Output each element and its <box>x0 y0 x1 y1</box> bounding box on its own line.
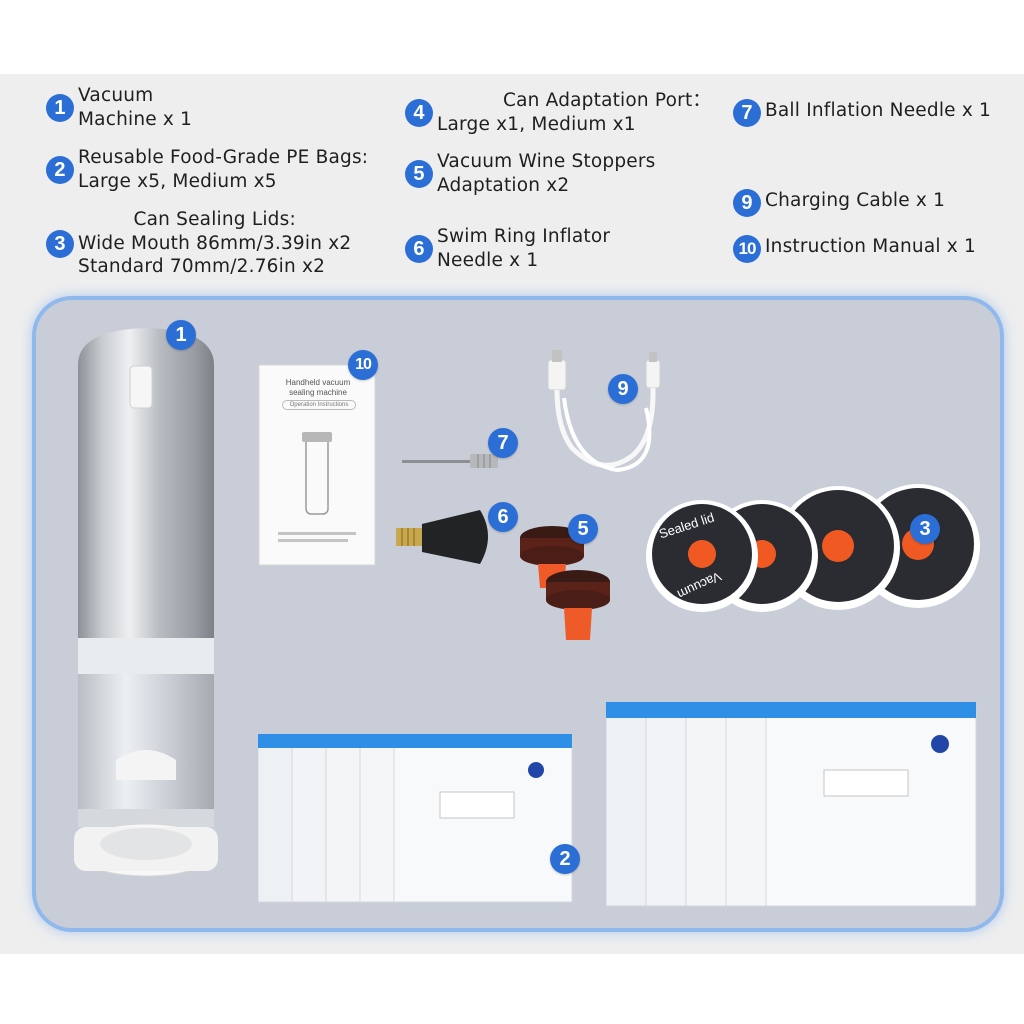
number-badge: 9 <box>733 189 761 217</box>
legend-line: Swim Ring Inflator <box>437 226 611 247</box>
manual-subtitle: Operation Instructions <box>282 400 356 410</box>
vacuum-machine-illustration <box>73 328 219 877</box>
legend-item-6: 6 Swim Ring Inflator Needle x 1 <box>405 225 610 272</box>
legend-line: Vacuum Wine Stoppers <box>437 151 656 172</box>
manual-title-line2: sealing machine <box>289 388 347 397</box>
legend-item-2: 2 Reusable Food-Grade PE Bags: Large x5,… <box>46 146 368 193</box>
legend-heading: Can Adaptation Port： <box>503 90 712 111</box>
number-badge: 10 <box>733 235 761 263</box>
panel-badge-7: 7 <box>488 428 518 458</box>
legend-line: Wide Mouth 86mm/3.39in x2 <box>78 232 352 254</box>
wine-stoppers-illustration <box>520 526 610 640</box>
instruction-manual-illustration <box>258 364 376 566</box>
legend-item-3: 3 Can Sealing Lids: Wide Mouth 86mm/3.39… <box>46 208 351 279</box>
product-panel: Handheld vacuum sealing machine Operatio… <box>32 296 1004 932</box>
legend-item-9: 9 Charging Cable x 1 <box>733 189 945 217</box>
legend-item-1: 1 Vacuum Machine x 1 <box>46 84 192 131</box>
ball-needle-illustration <box>402 454 498 468</box>
legend-item-7: 7 Ball Inflation Needle x 1 <box>733 99 991 127</box>
manual-title: Handheld vacuum sealing machine <box>276 378 360 398</box>
panel-badge-1: 1 <box>166 320 196 350</box>
legend-line: Vacuum <box>78 85 154 106</box>
legend-line: Large x1, Medium x1 <box>437 113 636 135</box>
number-badge: 3 <box>46 230 74 258</box>
legend-line: Instruction Manual x 1 <box>765 236 976 257</box>
legend-line: Machine x 1 <box>78 108 193 130</box>
legend-line: Ball Inflation Needle x 1 <box>765 100 992 121</box>
panel-badge-5: 5 <box>568 514 598 544</box>
large-bags-illustration <box>606 702 977 907</box>
number-badge: 1 <box>46 94 74 122</box>
legend-line: Reusable Food-Grade PE Bags: <box>78 147 369 168</box>
panel-badge-10: 10 <box>348 350 378 380</box>
legend-line: Standard 70mm/2.76in x2 <box>78 256 326 277</box>
legend-item-10: 10 Instruction Manual x 1 <box>733 235 976 263</box>
legend-item-4: 4 Can Adaptation Port： Large x1, Medium … <box>405 89 711 136</box>
legend-item-5: 5 Vacuum Wine Stoppers Adaptation x2 <box>405 150 656 197</box>
medium-bags-illustration <box>258 734 573 903</box>
panel-badge-6: 6 <box>488 502 518 532</box>
number-badge: 4 <box>405 99 433 127</box>
legend-line: Needle x 1 <box>437 249 539 271</box>
number-badge: 7 <box>733 99 761 127</box>
panel-badge-9: 9 <box>608 374 638 404</box>
legend-heading: Can Sealing Lids: <box>133 209 296 230</box>
number-badge: 5 <box>405 160 433 188</box>
can-lid-illustration <box>646 484 980 612</box>
legend-line: Adaptation x2 <box>437 174 570 196</box>
panel-badge-3: 3 <box>910 514 940 544</box>
manual-title-line1: Handheld vacuum <box>285 378 351 387</box>
swim-ring-inflator-illustration <box>396 510 488 564</box>
charging-cable-illustration <box>547 350 661 473</box>
number-badge: 6 <box>405 235 433 263</box>
legend-line: Charging Cable x 1 <box>765 190 946 211</box>
number-badge: 2 <box>46 156 74 184</box>
legend-line: Large x5, Medium x5 <box>78 170 277 192</box>
panel-badge-2: 2 <box>550 844 580 874</box>
